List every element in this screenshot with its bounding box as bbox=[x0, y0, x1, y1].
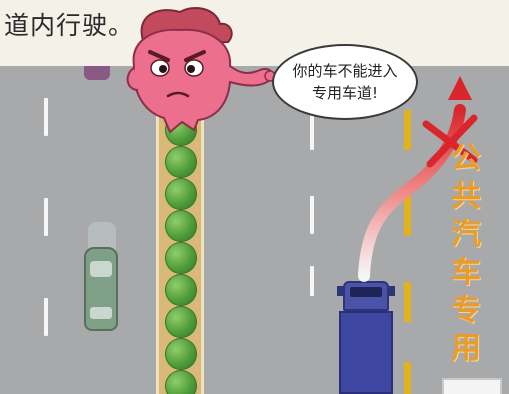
bus-lane-label: 公 共 汽 车 专 用 bbox=[448, 140, 484, 368]
bus-lane-marking bbox=[404, 110, 411, 150]
road bbox=[0, 66, 509, 394]
windshield bbox=[90, 261, 112, 277]
bus-lane-marking bbox=[404, 196, 411, 236]
bush-icon bbox=[165, 210, 197, 242]
truck-cab bbox=[343, 281, 389, 311]
bus-lane-char: 汽 bbox=[451, 217, 481, 252]
lane-marking bbox=[44, 198, 48, 236]
lane-marking bbox=[44, 98, 48, 136]
bush-icon bbox=[165, 306, 197, 338]
rear-window bbox=[90, 307, 112, 319]
bush-icon bbox=[165, 274, 197, 306]
bus-lane-char: 车 bbox=[451, 255, 481, 290]
caption-text: 道内行驶。 bbox=[4, 11, 135, 40]
lane-marking bbox=[310, 196, 314, 234]
bush-icon bbox=[165, 178, 197, 210]
truck-mirror bbox=[337, 286, 343, 296]
bush-icon bbox=[165, 242, 197, 274]
lane-marking bbox=[310, 112, 314, 150]
speech-bubble: 你的车不能进入专用车道! bbox=[272, 44, 418, 120]
lane-marking bbox=[310, 266, 314, 296]
truck-icon bbox=[339, 311, 393, 394]
car-icon bbox=[84, 247, 118, 331]
bush-icon bbox=[165, 370, 197, 394]
bus-lane-char: 共 bbox=[451, 179, 481, 214]
bush-icon bbox=[165, 146, 197, 178]
bus-lane-marking bbox=[404, 282, 411, 322]
car-icon bbox=[84, 66, 110, 80]
bush-icon bbox=[165, 338, 197, 370]
bus-lane-char: 用 bbox=[451, 331, 481, 366]
truck-windshield bbox=[350, 287, 382, 297]
speech-text: 你的车不能进入专用车道! bbox=[292, 62, 398, 102]
truck-mirror bbox=[389, 286, 395, 296]
bus-icon bbox=[442, 378, 502, 394]
bus-lane-char: 公 bbox=[451, 141, 481, 176]
bus-lane-marking bbox=[404, 362, 411, 394]
angry-mascot-icon bbox=[126, 7, 276, 134]
bus-lane-char: 专 bbox=[451, 293, 481, 328]
lane-marking bbox=[44, 298, 48, 336]
